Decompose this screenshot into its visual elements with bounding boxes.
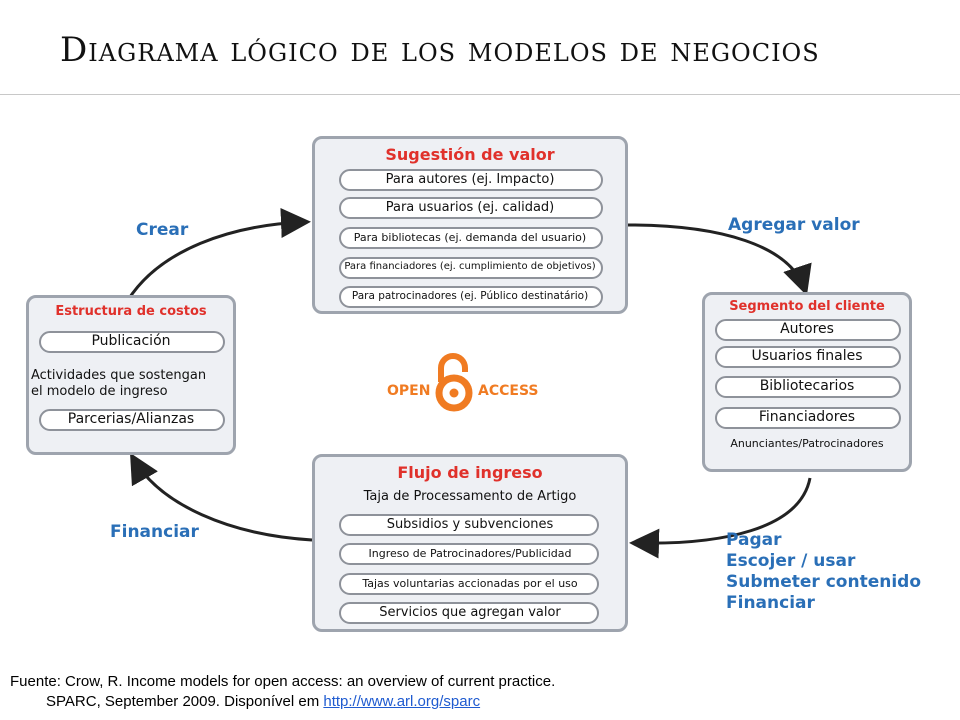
- value-pill: [339, 169, 603, 191]
- value-item: Para autores (ej. Impacto): [385, 172, 555, 187]
- open-access-lock-icon: [435, 353, 473, 412]
- cost-pill: [39, 409, 225, 431]
- source-line-2: SPARC, September 2009. Disponível em: [46, 693, 320, 710]
- segment-item: Usuarios finales: [751, 348, 863, 364]
- revenue-item: Tajas voluntarias accionadas por el uso: [362, 577, 578, 590]
- revenue-pill: [339, 602, 599, 624]
- diagram-frame: [0, 94, 960, 651]
- cost-item: Parcerias/Alianzas: [67, 411, 195, 427]
- revenue-stream-title: Flujo de ingreso: [397, 463, 543, 482]
- segment-item: Financiadores: [758, 409, 856, 425]
- cost-item: el modelo de ingreso: [31, 384, 168, 399]
- value-proposition-box: Sugestión de valor Para autores (ej. Imp…: [312, 136, 628, 314]
- cost-item: Actividades que sostengan: [31, 368, 207, 383]
- label-escojer-usar: Escojer / usar: [726, 551, 856, 571]
- segment-pill: [715, 376, 901, 398]
- segment-item: Autores: [780, 321, 834, 337]
- value-item: Para usuarios (ej. calidad): [385, 200, 555, 215]
- arrow-crear: [126, 207, 311, 301]
- revenue-item: Taja de Processamento de Artigo: [363, 489, 577, 504]
- label-financiar-2: Financiar: [726, 593, 815, 613]
- label-submeter-contenido: Submeter contenido: [726, 572, 922, 592]
- cost-item: Publicación: [91, 333, 171, 349]
- cost-structure-box: Estructura de costos Publicación Activid…: [26, 295, 236, 455]
- page-title: Diagrama lógico de los modelos de negoci…: [60, 30, 820, 70]
- customer-segment-title: Segmento del cliente: [729, 299, 885, 314]
- value-item: Para financiadores (ej. cumplimiento de …: [344, 261, 596, 272]
- arrow-financiar: [130, 452, 313, 542]
- label-crear: Crear: [136, 220, 189, 240]
- source-citation: Fuente: Crow, R. Income models for open …: [10, 672, 555, 712]
- logo-open-text: OPEN: [387, 383, 431, 399]
- value-pill: [339, 197, 603, 219]
- revenue-pill: [339, 543, 599, 565]
- value-item: Para bibliotecas (ej. demanda del usuari…: [353, 231, 587, 244]
- revenue-item: Servicios que agregan valor: [379, 605, 561, 620]
- logo-access-text: ACCESS: [478, 383, 539, 399]
- segment-pill: [715, 407, 901, 429]
- label-agregar-valor: Agregar valor: [728, 215, 860, 235]
- cost-pill: [39, 331, 225, 353]
- label-pagar: Pagar: [726, 530, 782, 550]
- segment-item: Anunciantes/Patrocinadores: [730, 437, 884, 450]
- label-financiar: Financiar: [110, 522, 199, 542]
- revenue-pill: [339, 573, 599, 595]
- customer-segment-box: Segmento del cliente Autores Usuarios fi…: [702, 292, 912, 472]
- cost-structure-title: Estructura de costos: [55, 304, 207, 319]
- revenue-item: Ingreso de Patrocinadores/Publicidad: [368, 547, 572, 560]
- value-pill: [339, 227, 603, 249]
- revenue-pill: [339, 514, 599, 536]
- value-pill: [339, 286, 603, 308]
- value-pill: [339, 257, 603, 279]
- source-link[interactable]: http://www.arl.org/sparc: [323, 693, 481, 710]
- segment-pill: [715, 346, 901, 368]
- value-item: Para patrocinadores (ej. Público destina…: [351, 290, 589, 302]
- source-line-1: Fuente: Crow, R. Income models for open …: [10, 673, 556, 690]
- segment-pill: [715, 319, 901, 341]
- revenue-stream-box: Flujo de ingreso Taja de Processamento d…: [312, 454, 628, 632]
- arrow-agregar-valor: [627, 223, 812, 296]
- revenue-item: Subsidios y subvenciones: [386, 517, 554, 532]
- arrow-pagar: [629, 477, 812, 559]
- segment-item: Bibliotecarios: [759, 378, 855, 394]
- value-proposition-title: Sugestión de valor: [385, 145, 555, 164]
